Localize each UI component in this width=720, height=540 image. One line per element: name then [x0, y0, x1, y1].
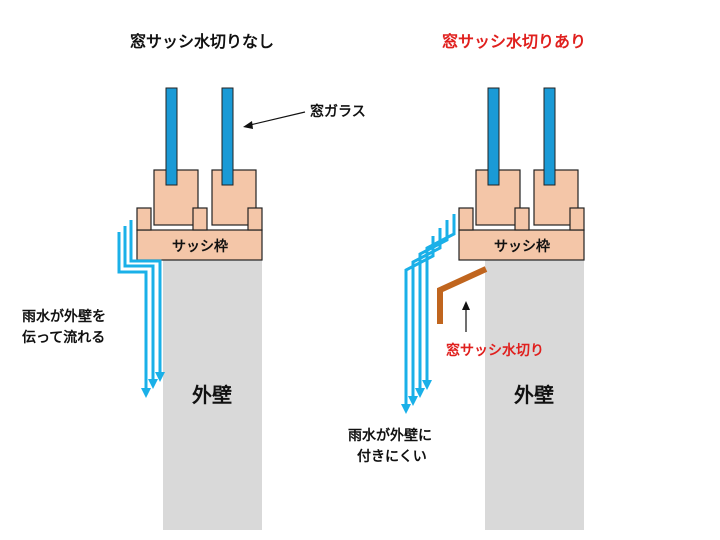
- left-outer-wall: [163, 260, 262, 530]
- right-panel: 窓サッシ水切りあり 外壁 サッシ枠 窓サッシ水切り: [348, 32, 586, 530]
- right-glass-pane-1: [487, 87, 500, 186]
- drip-edge-label: 窓サッシ水切り: [446, 342, 544, 359]
- left-water-stream-2: [123, 226, 155, 379]
- left-water-stream-3: [129, 220, 162, 372]
- left-water-arrowheads: [141, 372, 165, 398]
- right-water-streams: [404, 214, 456, 404]
- right-rain-note-line1: 雨水が外壁に: [348, 427, 432, 444]
- right-wall-label: 外壁: [514, 383, 554, 407]
- left-water-stream-1: [117, 232, 148, 388]
- right-frame-tab-3: [569, 207, 585, 231]
- right-sash-frame: [458, 229, 585, 261]
- right-title: 窓サッシ水切りあり: [442, 32, 586, 51]
- glass-label: 窓ガラス: [310, 103, 366, 120]
- left-frame-tab-2: [192, 207, 208, 231]
- left-title: 窓サッシ水切りなし: [130, 32, 274, 51]
- left-glass-pane-2: [221, 87, 234, 186]
- left-frame-tab-3: [247, 207, 263, 231]
- left-glass-pane-1: [165, 87, 178, 186]
- right-frame-tab-1: [458, 207, 474, 231]
- left-wall-label: 外壁: [192, 383, 232, 407]
- left-rain-note-line1: 雨水が外壁を: [22, 308, 106, 325]
- right-rain-note-line2: 付きにくい: [357, 448, 427, 465]
- right-frame-label: サッシ枠: [494, 238, 550, 255]
- right-glass-pane-2: [543, 87, 556, 186]
- drip-edge-pointer-arrow: [462, 301, 470, 332]
- left-frame-label: サッシ枠: [172, 238, 228, 255]
- left-water-streams: [117, 220, 162, 388]
- right-outer-wall: [485, 260, 584, 530]
- right-water-stream-3: [418, 220, 449, 388]
- right-frame-tab-2: [514, 207, 530, 231]
- left-rain-note-line2: 伝って流れる: [22, 329, 105, 346]
- left-sash-frame: [136, 229, 263, 261]
- left-panel: 窓サッシ水切りなし 外壁 サッシ枠 窓ガラス: [22, 32, 366, 530]
- left-frame-tab-1: [136, 207, 152, 231]
- right-water-arrowheads: [401, 380, 432, 414]
- glass-pointer-arrow: [243, 111, 306, 129]
- drip-edge-flashing: [437, 266, 488, 324]
- right-water-stream-4: [425, 214, 456, 380]
